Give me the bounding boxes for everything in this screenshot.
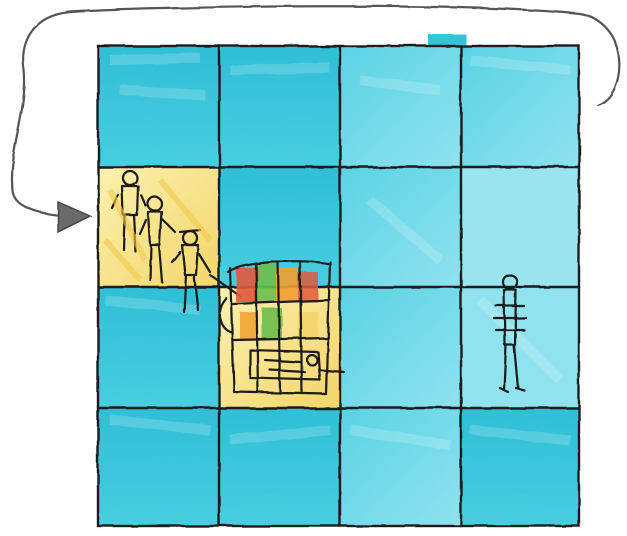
grid-board — [98, 34, 579, 526]
grid-cell — [340, 408, 461, 526]
grid-cell — [340, 287, 461, 408]
grid-cell — [340, 46, 461, 167]
grid-cell — [219, 408, 340, 526]
grid-cell — [461, 408, 579, 526]
grid-cell — [461, 167, 579, 287]
top-tab-mark — [428, 34, 466, 46]
